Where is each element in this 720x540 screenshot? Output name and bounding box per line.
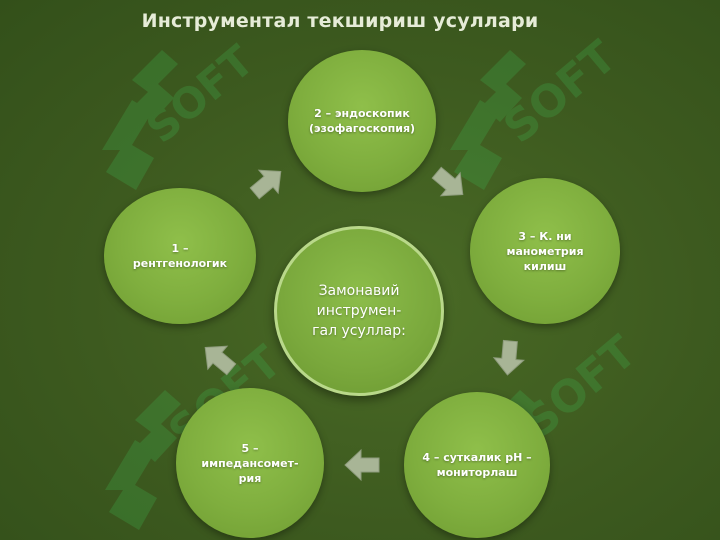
- method-1-circle: 1 – рентгенологик: [104, 188, 256, 324]
- watermark-logo: SOFT: [450, 31, 626, 190]
- method-5-label: 5 – импедансомет- рия: [201, 441, 299, 485]
- center-label: Замонавий инструмен- гал усуллар:: [312, 283, 406, 339]
- method-3-circle: 3 – К. ни манометрия килиш: [470, 178, 620, 324]
- method-4-circle: 4 – суткалик рН – мониторлаш: [404, 392, 550, 538]
- method-3-label: 3 – К. ни манометрия килиш: [506, 229, 584, 273]
- method-5-circle: 5 – импедансомет- рия: [176, 388, 324, 538]
- arrow-5-to-1: [204, 345, 237, 376]
- watermark-logo: SOFT: [102, 40, 263, 190]
- method-1-label: 1 – рентгенологик: [132, 242, 228, 270]
- arrow-4-to-5: [344, 448, 380, 482]
- arrow-1-to-2: [249, 169, 282, 200]
- method-2-label: 2 – эндоскопик (эзофагоскопия): [308, 107, 416, 135]
- slide-title: Инструментал текшириш усуллари: [141, 10, 539, 32]
- arrow-3-to-4: [492, 339, 525, 376]
- method-2-circle: 2 – эндоскопик (эзофагоскопия): [288, 50, 436, 192]
- center-circle: Замонавий инструмен- гал усуллар:: [274, 226, 444, 396]
- arrow-2-to-3: [431, 166, 464, 197]
- method-4-label: 4 – суткалик рН – мониторлаш: [422, 451, 532, 479]
